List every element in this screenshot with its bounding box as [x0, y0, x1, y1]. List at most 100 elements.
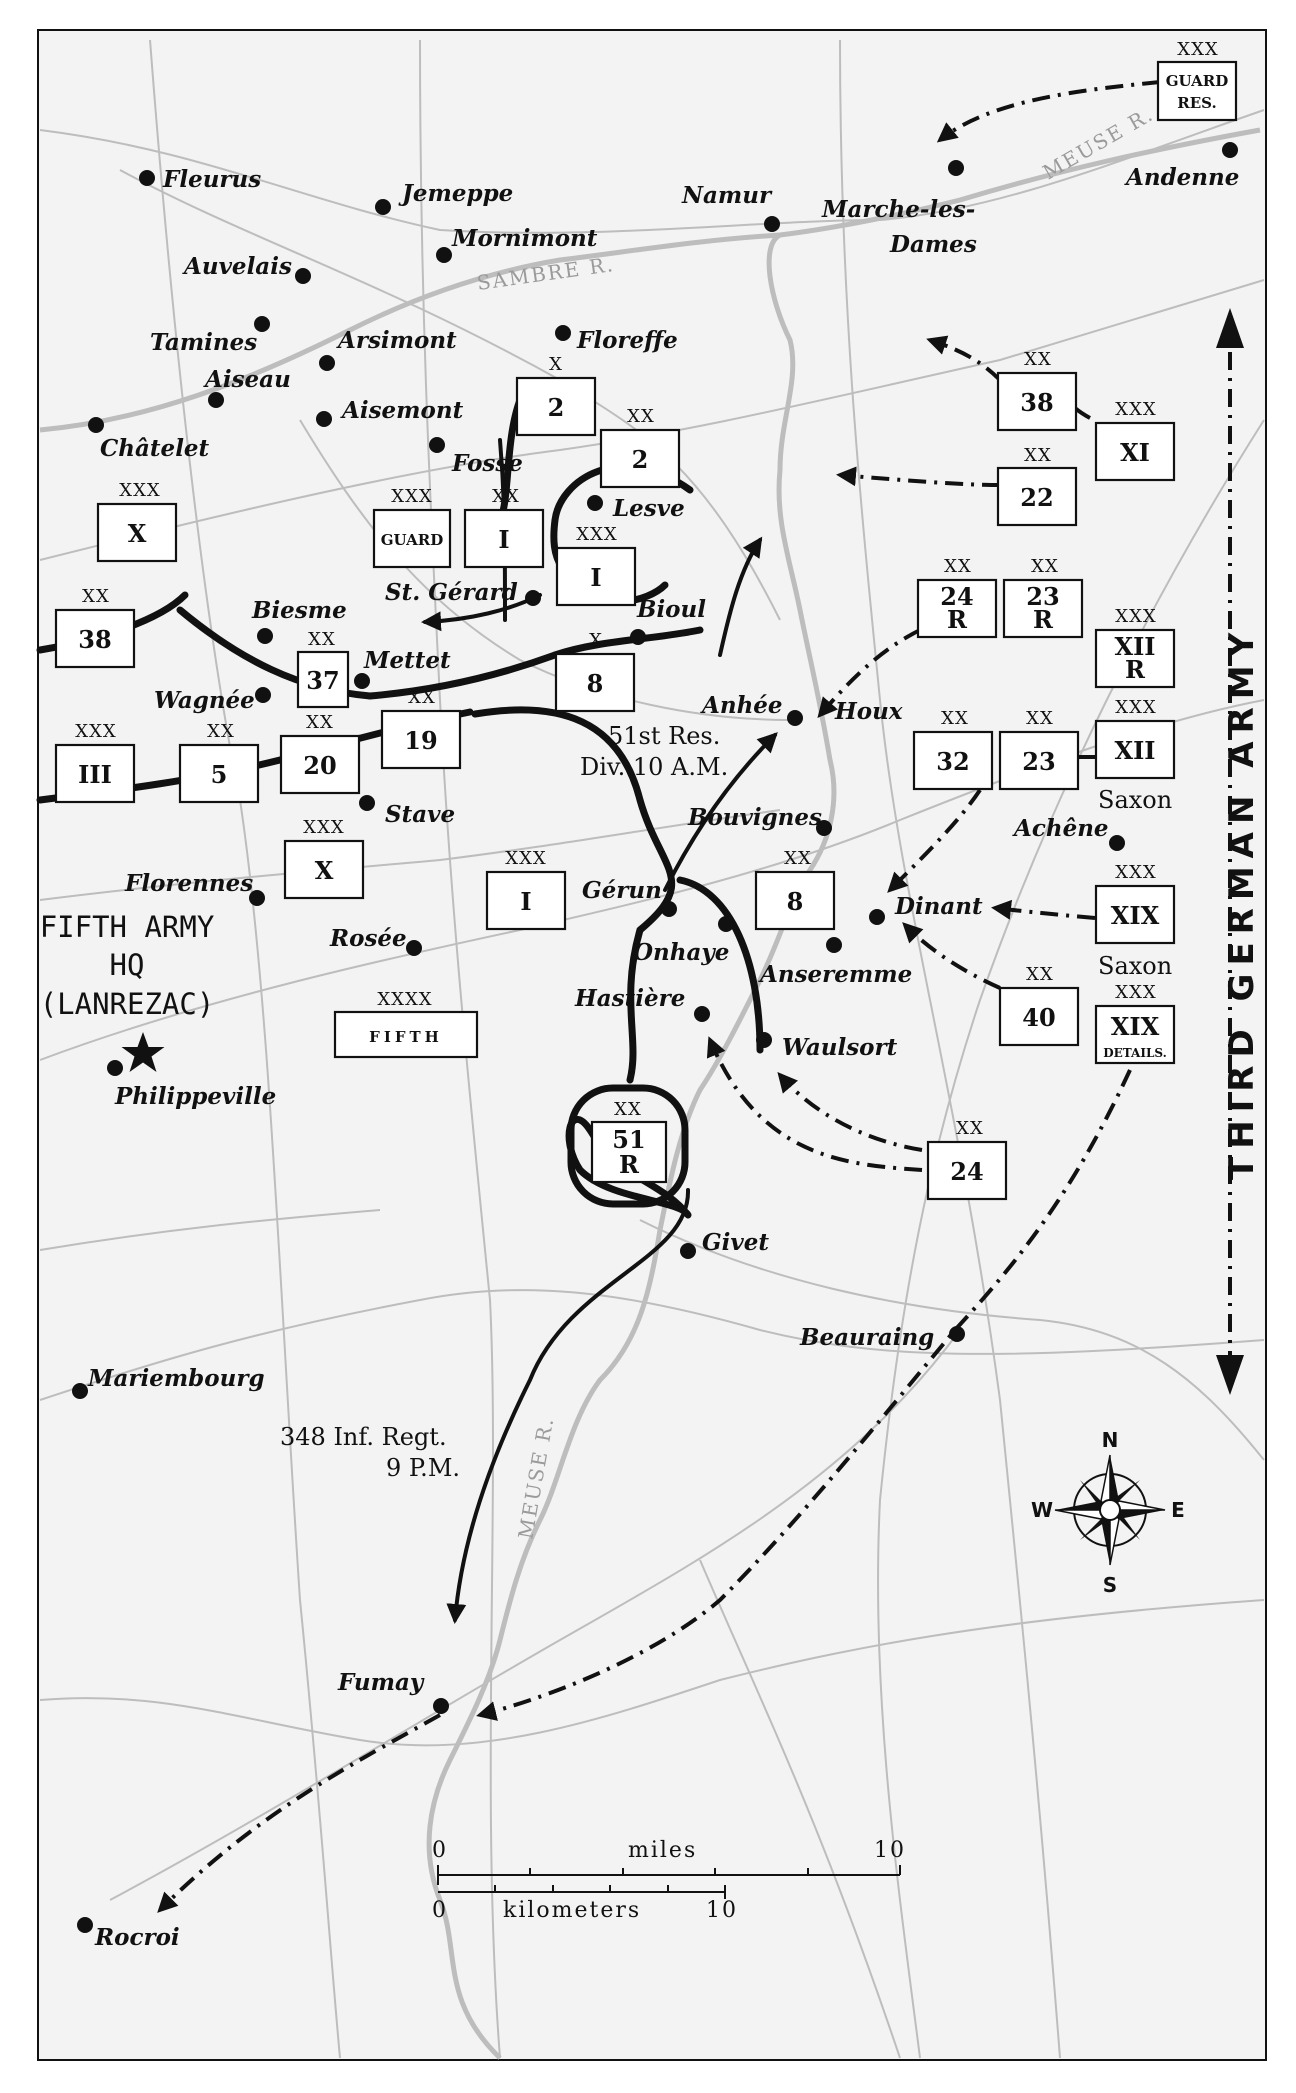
unit-guard-label: GUARD [381, 531, 444, 549]
unit-xiir-echelon: XXX [1115, 606, 1156, 627]
unit-x-corps-n-echelon: XXX [119, 480, 160, 501]
unit-i-corps-s-box [485, 870, 567, 931]
scale-ten-km: 10 [706, 1898, 738, 1923]
unit-i-div-box [463, 508, 545, 569]
unit-fifth-label: FIFTH [369, 1028, 443, 1046]
unit-xix-det-line1: XIX [1111, 1012, 1160, 1041]
unit-5-label: 5 [211, 760, 228, 789]
town-mariembourg: Mariembourg [87, 1365, 265, 1392]
unit-51r-encirclement [567, 1084, 689, 1208]
town-gerun: Gérun [582, 877, 662, 904]
scale-km-label: kilometers [503, 1898, 641, 1923]
unit-guard-res-line1: GUARD [1166, 72, 1229, 90]
unit-2-division-box [599, 428, 681, 489]
town-marche-dames: Dames [889, 231, 977, 258]
towns: Fleurus Jemeppe Namur Marche-les- Dames … [72, 142, 1239, 1951]
town-arsimont: Arsimont [336, 327, 457, 354]
town-bioul: Bioul [636, 596, 706, 623]
unit-xix-label: XIX [1111, 901, 1160, 930]
unit-38-w-box [54, 608, 136, 669]
unit-2-brigade-box [515, 376, 597, 437]
unit-iii-label: III [78, 760, 112, 789]
unit-24-label: 24 [950, 1157, 983, 1186]
town-fumay: Fumay [337, 1669, 425, 1696]
unit-22-box [996, 466, 1078, 527]
unit-23r-line1: 23 [1026, 582, 1059, 611]
scale-zero-miles: 0 [432, 1838, 448, 1863]
town-rosee: Rosée [329, 925, 407, 952]
town-onhaye: Onhaye [633, 939, 729, 966]
note-saxon-2: Saxon [1098, 952, 1172, 980]
unit-xiir-line1: XII [1114, 632, 1155, 661]
hq-line2: HQ [110, 948, 145, 982]
unit-xiir-box [1094, 628, 1176, 689]
town-floreffe: Floreffe [576, 327, 678, 354]
unit-38-w-label: 38 [78, 625, 111, 654]
unit-xi-box [1094, 421, 1176, 482]
unit-38-w-echelon: XX [82, 586, 110, 607]
unit-2-division-echelon: XX [627, 406, 655, 427]
compass-e-label: E [1171, 1498, 1185, 1522]
unit-2-brigade-label: 2 [548, 393, 565, 422]
unit-38-ne-label: 38 [1020, 388, 1053, 417]
unit-32-box [912, 730, 994, 791]
unit-32-echelon: XX [941, 708, 969, 729]
town-houx: Houx [834, 698, 903, 725]
unit-38-ne-echelon: XX [1024, 349, 1052, 370]
unit-fifth-echelon: XXXX [377, 989, 432, 1010]
town-rocroi: Rocroi [94, 1924, 180, 1951]
unit-i-corps-n-box [555, 546, 637, 607]
unit-xix-det-line2: DETAILS. [1103, 1046, 1167, 1060]
unit-8-brigade-label: 8 [587, 669, 604, 698]
unit-8-div-box [754, 870, 836, 931]
unit-38-ne-box [996, 371, 1078, 432]
town-givet: Givet [702, 1229, 769, 1256]
unit-fifth-box [333, 1010, 479, 1059]
unit-i-corps-s-label: I [520, 887, 531, 916]
town-fosse: Fosse [451, 450, 523, 477]
town-jemeppe: Jemeppe [398, 180, 513, 207]
unit-5-box [178, 743, 260, 804]
note-saxon-1: Saxon [1098, 786, 1172, 814]
unit-24r-line1: 24 [940, 582, 973, 611]
unit-5-echelon: XX [207, 721, 235, 742]
unit-xii-box [1094, 719, 1176, 780]
hq-star-icon [121, 1032, 165, 1072]
town-mornimont: Mornimont [451, 225, 598, 252]
unit-iii-echelon: XXX [75, 721, 116, 742]
unit-19-label: 19 [404, 726, 437, 755]
town-wagnee: Wagnée [154, 687, 255, 714]
unit-24r-line2: R [947, 605, 968, 634]
note-348-regt: 348 Inf. Regt. [280, 1423, 447, 1451]
unit-guard-res-box [1156, 60, 1238, 122]
compass-w-label: W [1031, 1498, 1053, 1522]
unit-23r-line2: R [1033, 605, 1054, 634]
unit-guard-echelon: XXX [391, 486, 432, 507]
town-tamines: Tamines [150, 329, 257, 356]
note-div-10am: Div. 10 A.M. [580, 753, 728, 781]
third-army-label-group: THIRD GERMAN ARMY [1216, 308, 1262, 1395]
town-dinant: Dinant [894, 893, 983, 920]
unit-i-div-label: I [498, 525, 509, 554]
town-lesve: Lesve [612, 495, 685, 522]
unit-8-brigade-box [554, 652, 636, 713]
unit-20-label: 20 [303, 751, 336, 780]
unit-xix-det-box [1094, 1004, 1176, 1065]
town-auvelais: Auvelais [182, 253, 292, 280]
town-marche-les: Marche-les- [821, 196, 975, 223]
town-chatelet: Châtelet [100, 435, 210, 462]
compass-rose: N S E W [1031, 1428, 1185, 1597]
unit-24r-box [916, 578, 998, 639]
unit-19-box [380, 709, 462, 770]
town-biesme: Biesme [251, 597, 347, 624]
compass-s-label: S [1103, 1573, 1117, 1597]
unit-51r-echelon: XX [614, 1099, 642, 1120]
compass-n-label: N [1102, 1428, 1119, 1452]
rivers [39, 127, 1261, 2060]
unit-20-box [279, 734, 361, 795]
unit-x-corps-s-label: X [315, 856, 334, 885]
unit-37-label: 37 [306, 666, 339, 695]
scale-bar: 0 miles 10 0 kilometers 10 [432, 1838, 904, 1923]
unit-iii-box [54, 743, 136, 804]
